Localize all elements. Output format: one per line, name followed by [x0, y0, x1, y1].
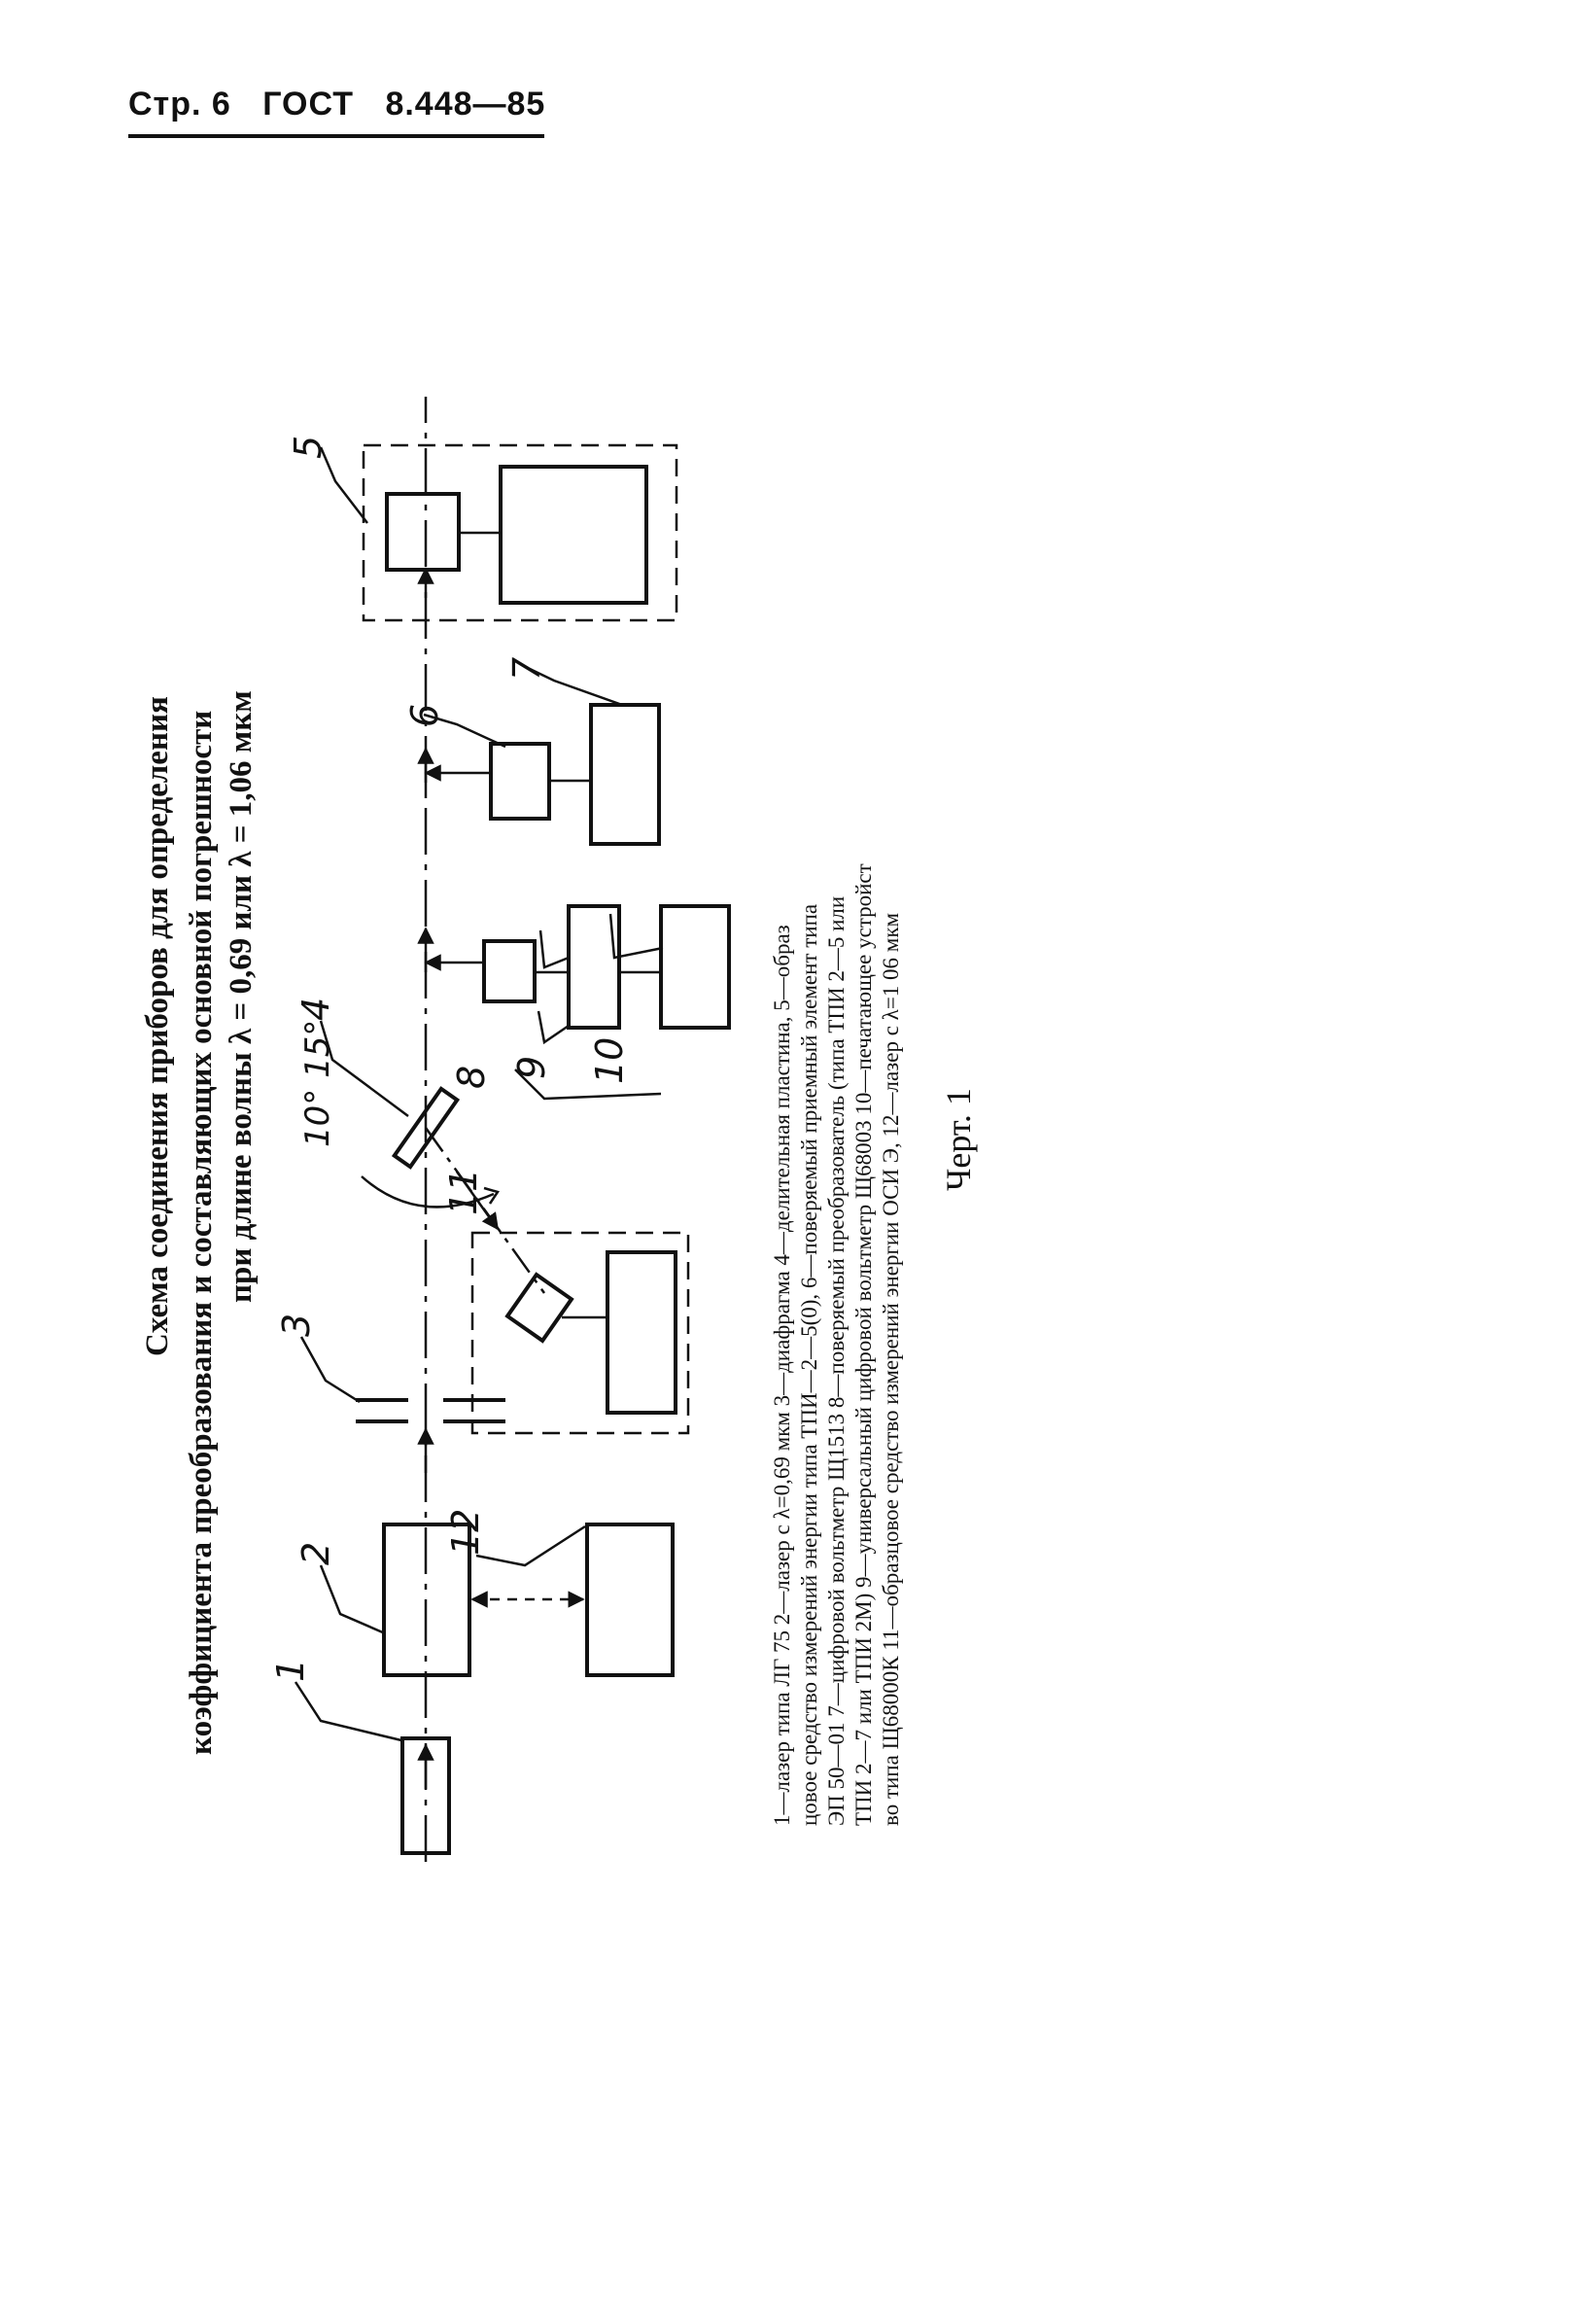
figure-legend: 1—лазер типа ЛГ 75 2—лазер с λ=0,69 мкм …	[770, 863, 903, 1826]
header-rule	[128, 134, 544, 138]
element-1-laser	[400, 1736, 451, 1855]
element-10-printer	[659, 904, 731, 1030]
label-2: 2	[295, 1542, 337, 1565]
element-5-frame	[362, 443, 678, 622]
element-3-diaphragm	[356, 1398, 505, 1423]
legend-line-5: во типа Щ68000К 11—образцовое средство и…	[879, 912, 903, 1826]
element-11-meter	[606, 1250, 677, 1415]
label-5: 5	[287, 436, 330, 459]
figure-title: Схема соединения приборов для определени…	[140, 690, 259, 1755]
label-3: 3	[275, 1314, 318, 1337]
legend-line-1: 1—лазер типа ЛГ 75 2—лазер с λ=0,69 мкм …	[770, 925, 794, 1826]
optical-scheme	[294, 397, 731, 1862]
leader-lines	[294, 446, 664, 1742]
element-5-meter	[499, 465, 648, 605]
element-labels: 1 2 3 4 10° 15° 5 6 7 8 9 10 11 12	[269, 436, 631, 1682]
label-6: 6	[403, 704, 446, 727]
title-line-1: Схема соединения приборов для определени…	[140, 696, 175, 1356]
label-11: 11	[442, 1169, 485, 1215]
legend-line-4: ТПИ 2—7 или ТПИ 2М) 9—универсальный цифр…	[851, 863, 876, 1826]
element-6-receiver	[489, 742, 551, 821]
label-1: 1	[269, 1659, 312, 1682]
legend-line-3: ЭП 50—01 7—цифровой вольтметр Щ1513 8—по…	[824, 896, 849, 1826]
element-4-splitter	[391, 1086, 461, 1170]
standard-number: 8.448—85	[385, 86, 546, 123]
label-8: 8	[450, 1066, 493, 1089]
standard-name: ГОСТ	[262, 86, 354, 123]
title-line-2: коэффициента преобразования и составляющ…	[184, 711, 219, 1755]
element-7-voltmeter	[589, 703, 661, 846]
label-9: 9	[510, 1056, 553, 1079]
label-12: 12	[444, 1509, 487, 1556]
title-line-3: при длине волны λ = 0,69 или λ = 1,06 мк…	[224, 690, 259, 1303]
element-11-frame	[470, 1231, 690, 1435]
label-angle: 10° 15°	[298, 1020, 337, 1147]
figure-caption: Черт. 1	[939, 1088, 978, 1191]
element-9-voltmeter	[567, 904, 621, 1030]
angle-arc	[361, 1175, 495, 1209]
page-number: Стр. 6	[128, 86, 231, 123]
page-header: Стр. 6 ГОСТ 8.448—85	[128, 86, 567, 123]
element-2-laser	[382, 1523, 471, 1677]
label-4: 4	[295, 998, 337, 1021]
element-8-converter	[482, 939, 537, 1003]
label-7: 7	[505, 657, 548, 681]
label-10: 10	[588, 1037, 631, 1084]
element-12-laser	[585, 1523, 675, 1677]
element-5-sensor	[385, 492, 461, 572]
element-11-sensor	[504, 1272, 574, 1344]
legend-line-2: цовое средство измерений энергии типа ТП…	[797, 904, 821, 1826]
